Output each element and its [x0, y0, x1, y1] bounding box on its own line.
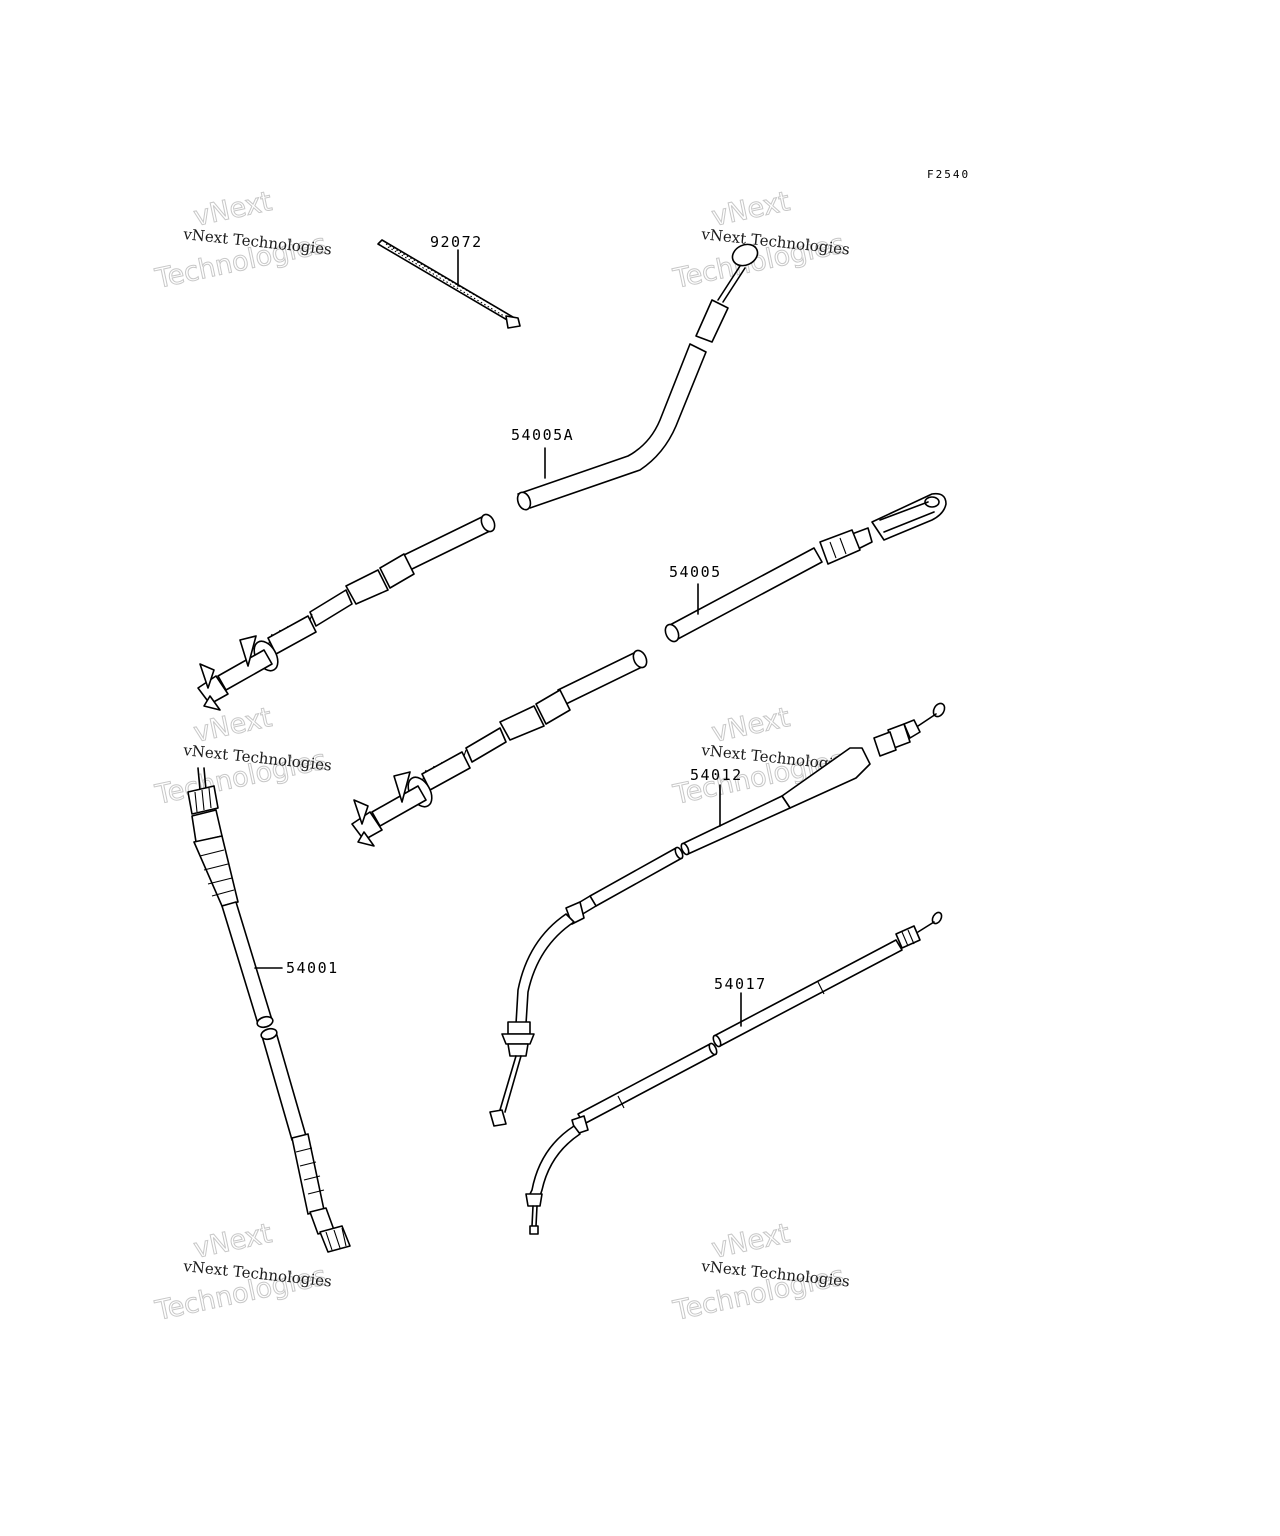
part-54005-cable[interactable]: 54005: [663, 492, 947, 644]
cable-54005-lever-end: [351, 649, 648, 847]
part-number-label[interactable]: 54012: [690, 766, 743, 784]
watermark-bottom-right: vNext Technologies vNext Technologies: [670, 1218, 851, 1328]
watermark-mid-left: vNext Technologies vNext Technologies: [152, 702, 333, 812]
watermark-ghost-text: vNext: [709, 1218, 793, 1265]
part-54005A-cable[interactable]: 54005A: [511, 240, 761, 511]
watermark-top-right: vNext Technologies vNext Technologies: [670, 186, 851, 296]
part-54012-cable[interactable]: 54012: [489, 701, 947, 1127]
watermark-mid-right: vNext Technologies vNext Technologies: [670, 702, 851, 812]
cable-54005A-lever-end: [197, 513, 496, 711]
part-92072-cable-tie[interactable]: 92072: [377, 233, 521, 329]
figure-code: F2540: [927, 168, 970, 181]
watermark-ghost-text: vNext: [191, 186, 275, 233]
part-number-label[interactable]: 54005: [669, 563, 722, 581]
part-number-label[interactable]: 54005A: [511, 426, 574, 444]
watermark-ghost-text: vNext: [191, 702, 275, 749]
part-number-label[interactable]: 54001: [286, 959, 339, 977]
watermark-ghost-text: vNext: [191, 1218, 275, 1265]
watermark-ghost-text: vNext: [709, 702, 793, 749]
part-54017-cable[interactable]: 54017: [525, 911, 943, 1235]
watermark-top-left: vNext Technologies vNext Technologies: [152, 186, 333, 296]
watermark-ghost-text: vNext: [709, 186, 793, 233]
part-number-label[interactable]: 92072: [430, 233, 483, 251]
watermark-bottom-left: vNext Technologies vNext Technologies: [152, 1218, 333, 1328]
part-54001-speedometer-cable[interactable]: 54001: [187, 767, 351, 1253]
part-number-label[interactable]: 54017: [714, 975, 767, 993]
